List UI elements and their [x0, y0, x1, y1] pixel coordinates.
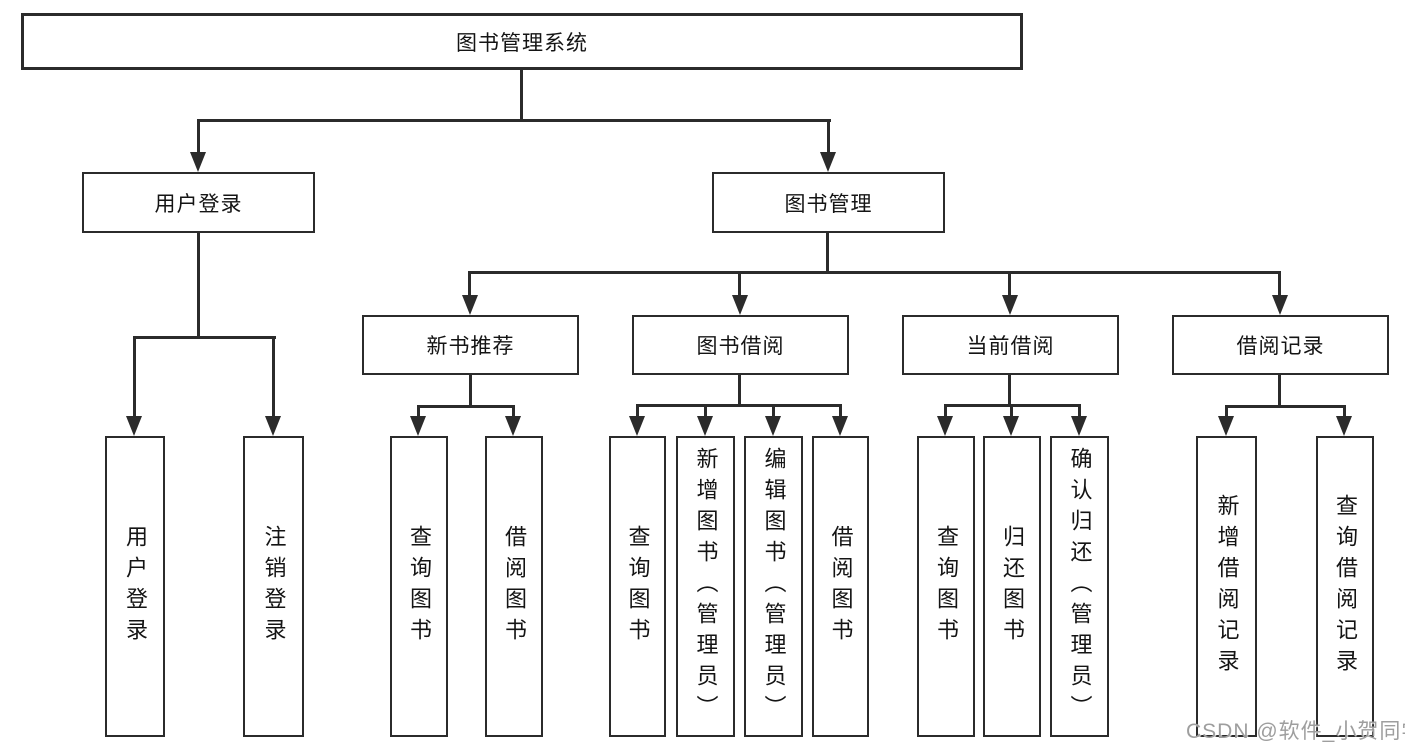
node-current-borrowing-label: 当前借阅: [966, 335, 1055, 358]
connector-line: [944, 404, 947, 419]
leaf-current-query-books-label: 查询图书: [934, 524, 959, 649]
arrowhead-down: [1336, 416, 1352, 436]
arrowhead-down: [1071, 416, 1087, 436]
connector-line: [826, 231, 829, 273]
leaf-logout: 注销登录: [243, 436, 304, 737]
arrowhead-down: [265, 416, 281, 436]
connector-line: [738, 271, 741, 297]
node-book-management-label: 图书管理: [784, 192, 873, 216]
connector-line: [772, 404, 775, 419]
arrowhead-down: [937, 416, 953, 436]
arrowhead-down: [1218, 416, 1234, 436]
leaf-borrowing-borrow-books-label: 借阅图书: [828, 524, 854, 649]
connector-line: [272, 336, 275, 418]
arrowhead-down: [697, 416, 713, 436]
node-book-management: 图书管理: [712, 172, 945, 233]
connector-line: [636, 404, 842, 407]
node-root: 图书管理系统: [21, 13, 1023, 70]
connector-line: [636, 404, 639, 419]
leaf-add-books-admin: 新增图书（管理员）: [676, 436, 735, 737]
leaf-return-books: 归还图书: [983, 436, 1041, 737]
leaf-recommend-query-books: 查询图书: [390, 436, 448, 737]
node-borrowing-records-label: 借阅记录: [1236, 335, 1325, 358]
leaf-current-query-books: 查询图书: [917, 436, 975, 737]
node-book-borrowing-label: 图书借阅: [696, 335, 785, 358]
connector-line: [468, 271, 1281, 274]
connector-line: [1278, 374, 1281, 408]
leaf-recommend-query-books-label: 查询图书: [407, 524, 432, 649]
leaf-borrowing-query-books-label: 查询图书: [625, 524, 651, 649]
leaf-borrowing-query-books: 查询图书: [609, 436, 666, 737]
connector-line: [1008, 271, 1011, 297]
connector-line: [468, 271, 471, 297]
leaf-query-borrow-record-label: 查询借阅记录: [1333, 493, 1358, 680]
node-book-borrowing: 图书借阅: [632, 315, 849, 375]
connector-line: [1343, 405, 1346, 419]
leaf-add-borrow-record: 新增借阅记录: [1196, 436, 1257, 737]
arrowhead-down: [190, 152, 206, 172]
connector-line: [197, 231, 200, 338]
leaf-return-books-label: 归还图书: [1000, 524, 1025, 649]
node-user-login-label: 用户登录: [154, 192, 243, 216]
leaf-recommend-borrow-books-label: 借阅图书: [502, 524, 527, 649]
connector-line: [417, 405, 420, 419]
node-root-label: 图书管理系统: [456, 31, 588, 55]
arrowhead-down: [1002, 295, 1018, 315]
arrowhead-down: [820, 152, 836, 172]
leaf-edit-books-admin-label: 编辑图书（管理员）: [761, 447, 787, 726]
leaf-user-login-label: 用户登录: [123, 524, 148, 649]
leaf-borrowing-borrow-books: 借阅图书: [812, 436, 869, 737]
connector-line: [133, 336, 136, 418]
leaf-add-borrow-record-label: 新增借阅记录: [1214, 493, 1240, 680]
csdn-watermark: CSDN @软件_小贺同学: [1186, 720, 1405, 743]
leaf-recommend-borrow-books: 借阅图书: [485, 436, 543, 737]
connector-line: [133, 336, 276, 339]
connector-line: [417, 405, 515, 408]
connector-line: [1078, 404, 1081, 419]
leaf-add-books-admin-label: 新增图书（管理员）: [693, 447, 719, 726]
connector-line: [1278, 271, 1281, 297]
connector-line: [512, 405, 515, 419]
connector-line: [1008, 374, 1011, 407]
connector-line: [1225, 405, 1346, 408]
leaf-edit-books-admin: 编辑图书（管理员）: [744, 436, 803, 737]
connector-line: [469, 374, 472, 408]
arrowhead-down: [629, 416, 645, 436]
arrowhead-down: [1003, 416, 1019, 436]
connector-line: [197, 119, 831, 122]
arrowhead-down: [505, 416, 521, 436]
connector-line: [1010, 404, 1013, 419]
leaf-confirm-return-admin-label: 确认归还（管理员）: [1067, 447, 1093, 726]
arrowhead-down: [462, 295, 478, 315]
arrowhead-down: [126, 416, 142, 436]
connector-line: [738, 374, 741, 407]
leaf-user-login: 用户登录: [105, 436, 165, 737]
leaf-query-borrow-record: 查询借阅记录: [1316, 436, 1374, 737]
arrowhead-down: [410, 416, 426, 436]
connector-line: [520, 70, 523, 121]
node-new-book-recommend: 新书推荐: [362, 315, 579, 375]
connector-line: [839, 404, 842, 419]
node-user-login: 用户登录: [82, 172, 315, 233]
node-current-borrowing: 当前借阅: [902, 315, 1119, 375]
connector-line: [197, 119, 200, 156]
node-borrowing-records: 借阅记录: [1172, 315, 1389, 375]
connector-line: [704, 404, 707, 419]
arrowhead-down: [765, 416, 781, 436]
connector-line: [827, 119, 830, 156]
arrowhead-down: [832, 416, 848, 436]
leaf-logout-label: 注销登录: [261, 524, 287, 649]
leaf-confirm-return-admin: 确认归还（管理员）: [1050, 436, 1109, 737]
node-new-book-recommend-label: 新书推荐: [426, 335, 515, 358]
arrowhead-down: [1272, 295, 1288, 315]
arrowhead-down: [732, 295, 748, 315]
connector-line: [1225, 405, 1228, 419]
